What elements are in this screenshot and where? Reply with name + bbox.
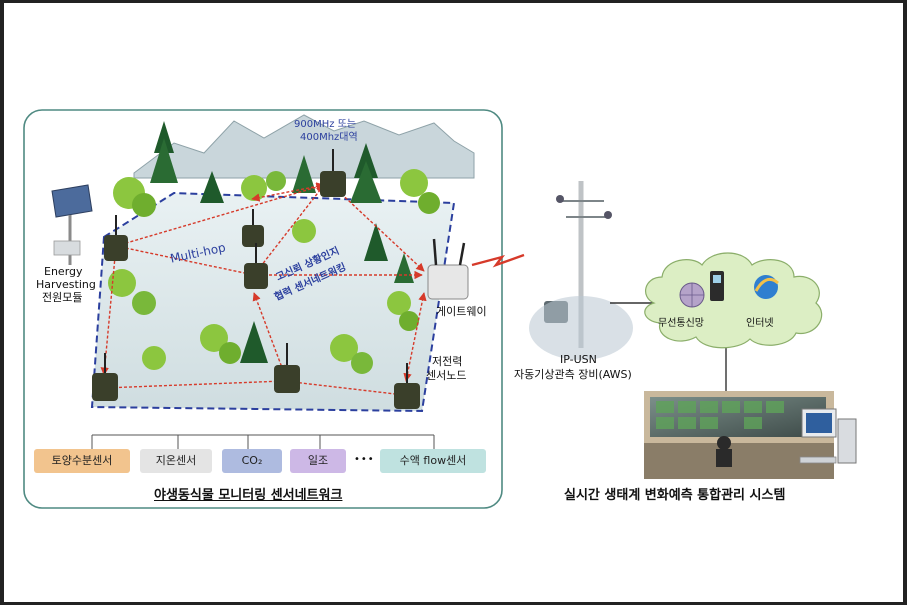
left-panel-caption: 야생동식물 모니터링 센서네트워크: [154, 488, 343, 503]
energy-label-2: Harvesting: [36, 278, 96, 291]
solar-panel-icon: [51, 184, 93, 265]
multihop-links: [100, 182, 427, 399]
energy-label-3: 전원모듈: [42, 291, 83, 304]
sensor-node-icon: [394, 363, 420, 409]
frequency-label-1: 900MHz 또는: [294, 119, 357, 130]
sensor-soil-moisture: 토양수분센서: [34, 449, 130, 473]
sensor-node-icon: [104, 215, 128, 261]
sensor-node-icon: [92, 353, 118, 401]
sensor-nodes: [92, 149, 420, 409]
internet-label: 인터넷: [746, 318, 774, 329]
gateway-device-icon: [427, 238, 469, 300]
mobile-phone-icon: [710, 271, 724, 301]
wireless-link-icon: [471, 253, 525, 268]
aws-weather-station-icon: [529, 181, 633, 360]
network-cloud-shape: [644, 252, 823, 349]
sensor-sap-flow: 수액 flow센서: [380, 449, 486, 473]
monitoring-center-photo: [644, 391, 834, 479]
sensor-sunshine: 일조: [290, 449, 346, 473]
internet-browser-icon: [754, 275, 779, 299]
sensor-connector-lines: [91, 434, 435, 449]
right-panel-caption: 실시간 생태계 변화예측 통합관리 시스템: [564, 488, 786, 503]
sensor-node-icon: [244, 243, 268, 289]
aws-label-1: IP-USN: [560, 353, 597, 366]
gateway-label: 게이트웨이: [436, 305, 487, 318]
energy-label-1: Energy: [44, 265, 83, 278]
sensor-co2: CO₂: [222, 449, 282, 473]
lowpower-label-1: 저전력: [432, 355, 463, 368]
mountain-range: [133, 114, 475, 179]
sensor-ellipsis: •••: [354, 454, 375, 465]
computer-icon: [799, 408, 857, 464]
sensor-soil-temperature: 지온센서: [140, 449, 212, 473]
diagram-graphics: [23, 109, 857, 509]
frequency-label-2: 400Mhz대역: [300, 132, 358, 143]
globe-icon: [679, 282, 705, 308]
sensor-node-icon: [242, 209, 264, 247]
sensor-node-icon: [274, 343, 300, 393]
wireless-network-label: 무선통신망: [658, 318, 704, 329]
aws-label-2: 자동기상관측 장비(AWS): [514, 368, 632, 381]
sensor-node-icon: [320, 149, 346, 197]
lowpower-label-2: 센서노드: [426, 369, 467, 382]
